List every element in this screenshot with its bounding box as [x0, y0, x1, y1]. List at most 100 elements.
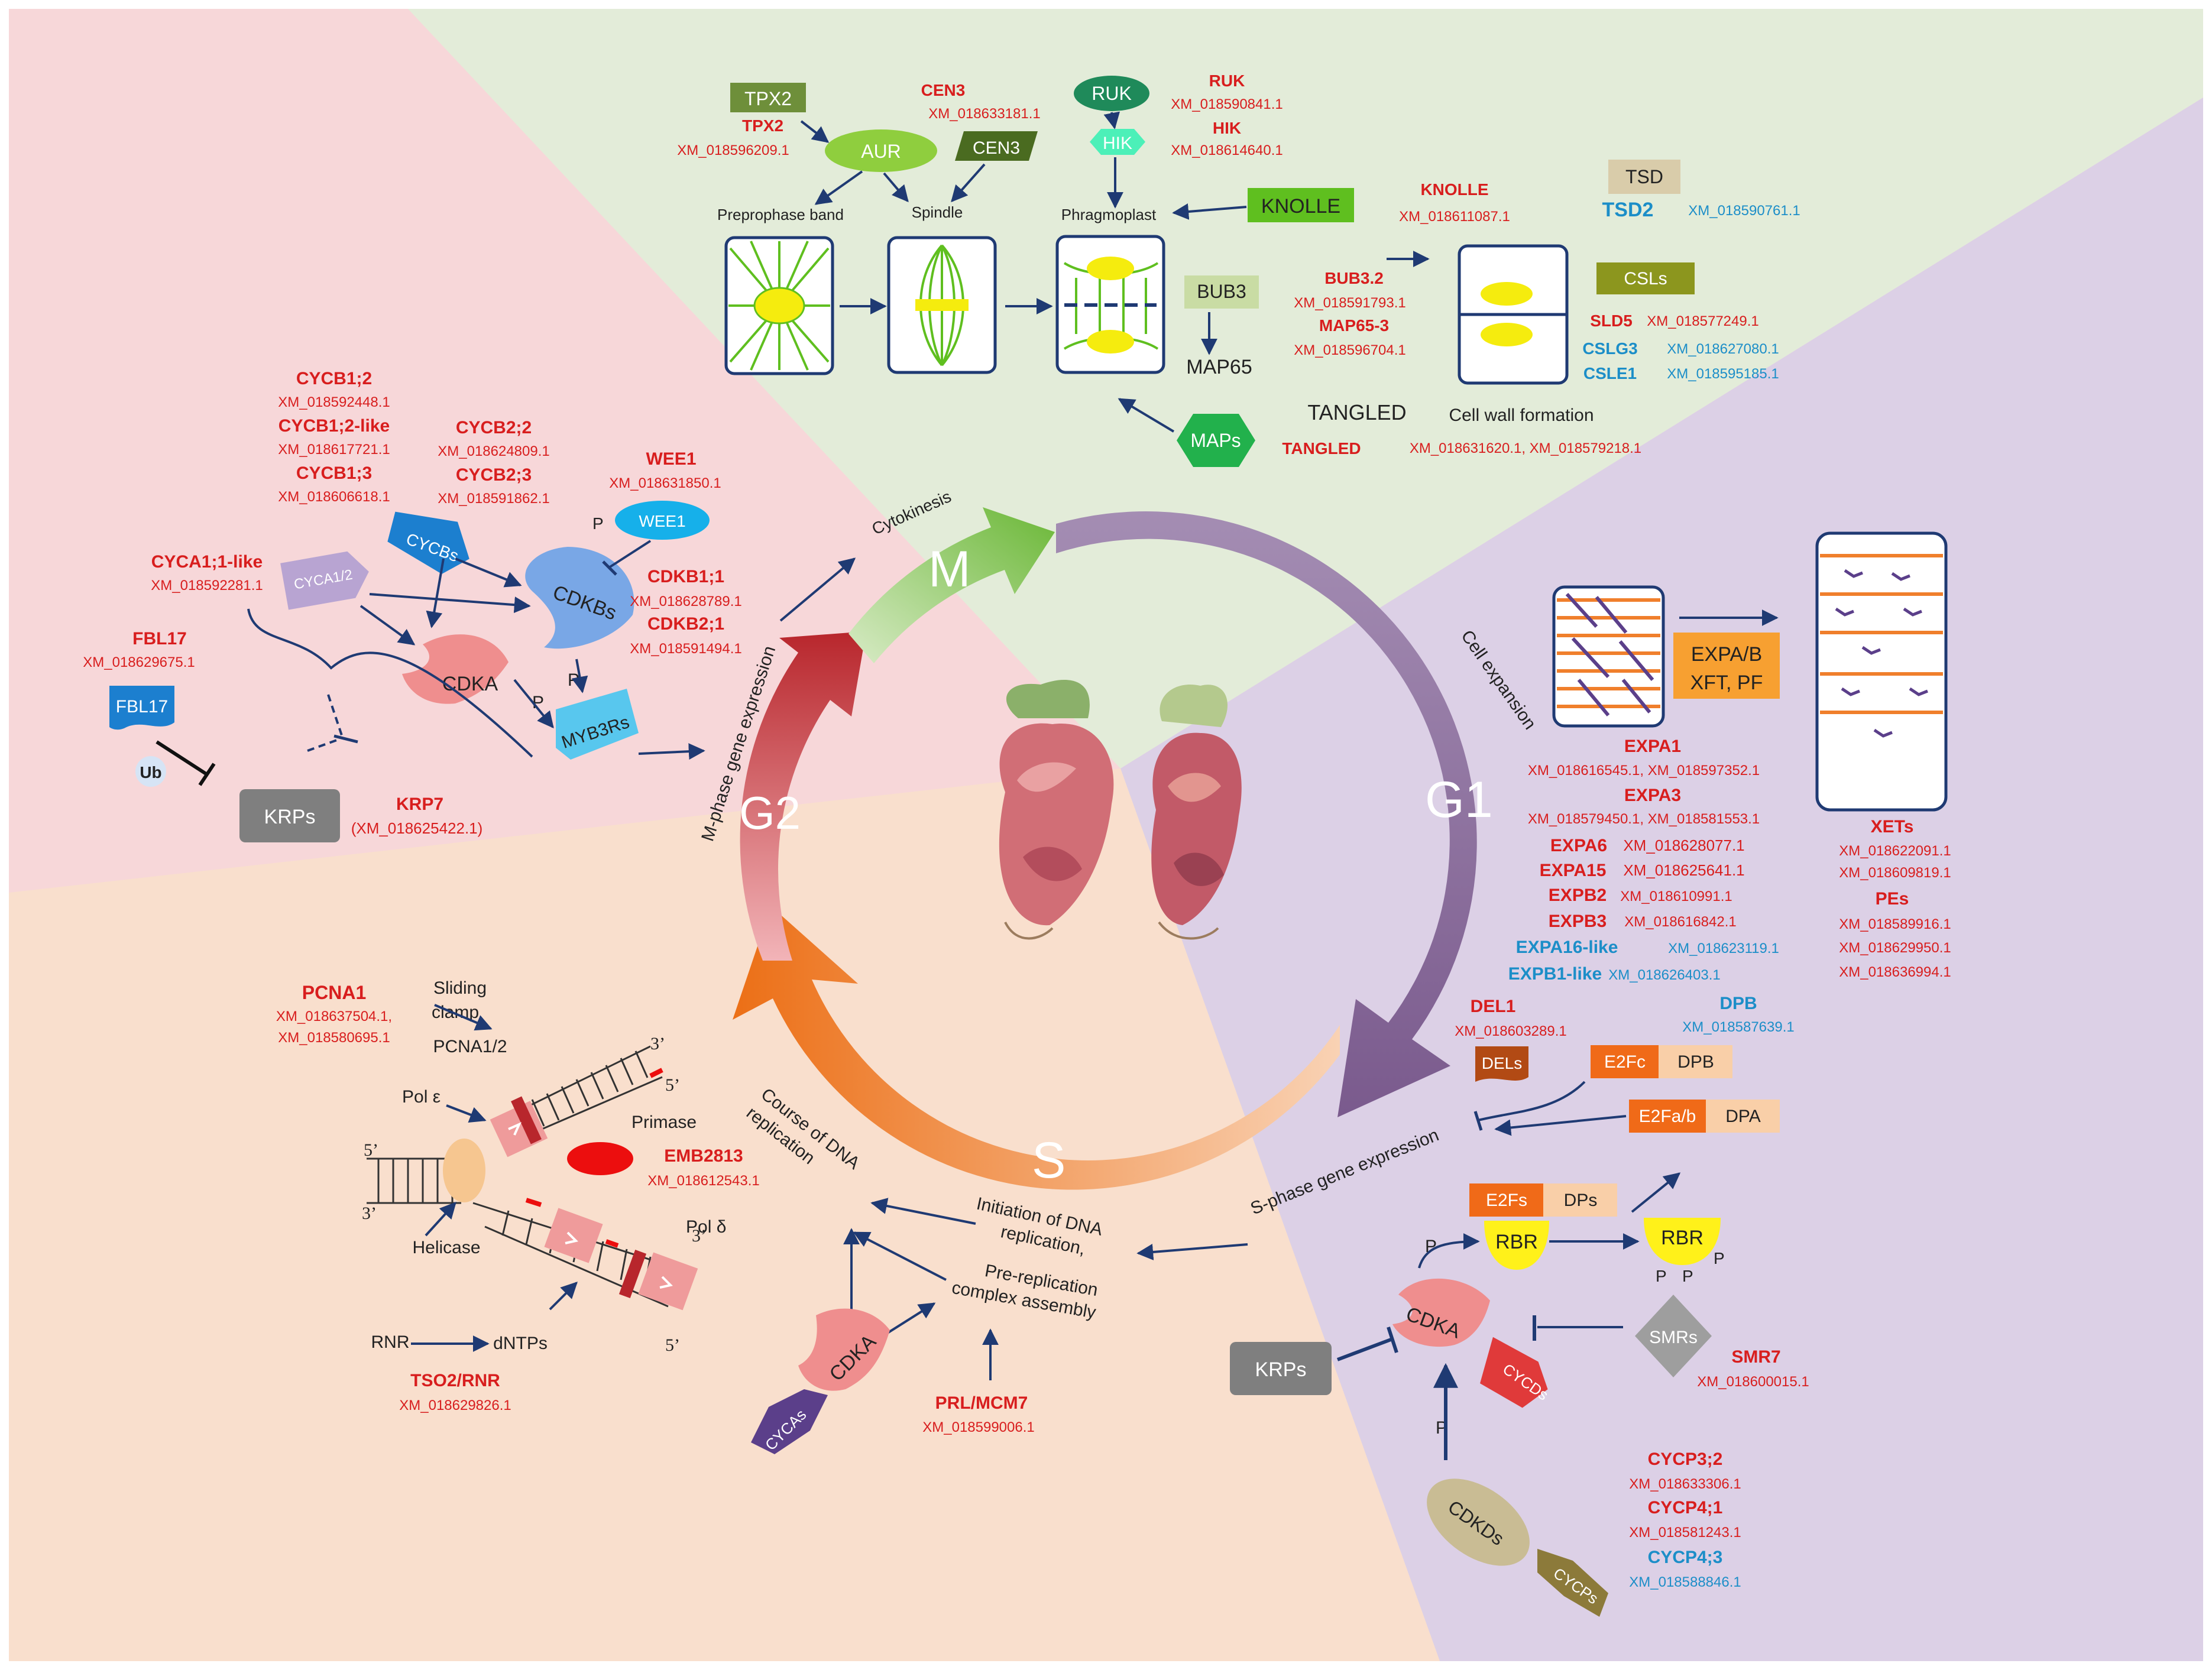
primase-label: Primase	[631, 1113, 697, 1132]
knolle-box	[1248, 188, 1354, 222]
cycp41-id: XM_018581243.1	[1629, 1525, 1741, 1541]
fbl17-box	[109, 686, 174, 730]
myb3rs-box	[556, 689, 639, 760]
cdka-g1-shape	[1392, 1278, 1490, 1347]
p-rbr: P	[1425, 1237, 1437, 1256]
tso2-gene: TSO2/RNR	[410, 1371, 500, 1390]
dels-label: DELs	[1482, 1054, 1522, 1072]
replication-fork	[367, 1045, 698, 1311]
csle1-gene: CSLE1	[1583, 364, 1637, 382]
cycb22-id: XM_018624809.1	[438, 443, 550, 459]
phragmoplast-label: Phragmoplast	[1061, 206, 1157, 223]
cycp41-gene: CYCP4;1	[1648, 1498, 1723, 1517]
three-prime-2: 3’	[362, 1204, 377, 1223]
pol-epsilon-label: Pol ε	[402, 1087, 441, 1107]
krp7-id: (XM_018625422.1)	[351, 819, 483, 837]
map65-label: MAP65	[1186, 356, 1252, 378]
tuber-photo	[999, 680, 1242, 940]
cell-wall-formation	[1458, 244, 1569, 385]
dpb-gene: DPB	[1719, 994, 1757, 1013]
pcna1-gene: PCNA1	[302, 982, 366, 1003]
cen3-box-label: CEN3	[973, 138, 1020, 158]
g1-phase-panel: EXPA/B XFT, PF EXPA1 XM_018616545.1, XM_…	[1136, 531, 1951, 1617]
tpx2-box-label: TPX2	[744, 88, 792, 109]
fbl17-gene: FBL17	[132, 629, 187, 648]
bub3-id: XM_018591793.1	[1294, 295, 1406, 311]
tpx2-id: XM_018596209.1	[677, 142, 789, 158]
cycb13-id: XM_018606618.1	[278, 489, 390, 505]
cdka-g2-label: CDKA	[442, 673, 498, 695]
cycb12like-id: XM_018617721.1	[278, 442, 390, 458]
p-cdkbs: P	[568, 670, 579, 690]
expa15-gene: EXPA15	[1540, 861, 1607, 880]
krps-g2-box	[239, 789, 340, 842]
expb1-id: XM_018626403.1	[1608, 967, 1721, 983]
ub-label: Ub	[140, 763, 161, 782]
phase-label-g2: G2	[739, 787, 801, 839]
expa6-id: XM_018628077.1	[1623, 836, 1744, 854]
phase-label-g1: G1	[1425, 771, 1493, 828]
wee1-gene: WEE1	[646, 449, 696, 469]
cdkb21-gene: CDKB2;1	[647, 614, 724, 634]
g1-strong-arrows	[1336, 1327, 1458, 1460]
cyca-id: XM_018592281.1	[151, 578, 263, 594]
p-wee1: P	[592, 514, 604, 533]
krps-g1-label: KRPs	[1255, 1358, 1307, 1381]
cdka-s-shape	[798, 1308, 890, 1391]
dpb-id: XM_018587639.1	[1682, 1019, 1795, 1035]
pcna1-id1: XM_018637504.1,	[276, 1009, 392, 1024]
rbr-label-2: RBR	[1661, 1227, 1703, 1249]
csls-box-label: CSLs	[1624, 269, 1667, 288]
s-background	[9, 768, 1440, 1661]
emb-id: XM_018612543.1	[647, 1173, 760, 1189]
cycb12-gene: CYCB1;2	[296, 369, 372, 388]
tangled-id: XM_018631620.1, XM_018579218.1	[1410, 440, 1641, 456]
ub-inhibition	[156, 740, 216, 786]
helicase-label: Helicase	[412, 1238, 480, 1257]
tangled-gene: TANGLED	[1282, 439, 1361, 458]
bub3-box	[1184, 275, 1259, 309]
knolle-gene: KNOLLE	[1420, 180, 1488, 199]
sliding-label-1: Sliding	[433, 978, 487, 998]
five-prime-3: 5’	[665, 1335, 680, 1355]
expab-label: EXPA/B	[1691, 643, 1762, 666]
pp-1: P	[1656, 1267, 1667, 1285]
phase-label-m: M	[928, 541, 971, 598]
e2fs-label: E2Fs	[1486, 1191, 1527, 1210]
sld5-id: XM_018577249.1	[1647, 313, 1759, 329]
pcna1-id2: XM_018580695.1	[278, 1030, 390, 1046]
del1-gene: DEL1	[1471, 997, 1516, 1016]
cycp32-id: XM_018633306.1	[1629, 1476, 1741, 1492]
csle1-id: XM_018595185.1	[1667, 366, 1779, 382]
cslg3-gene: CSLG3	[1582, 339, 1637, 358]
cdkb11-id: XM_018628789.1	[630, 594, 742, 609]
smrs-label: SMRs	[1649, 1328, 1698, 1347]
tangled-label: TANGLED	[1307, 400, 1406, 424]
preprophase-label: Preprophase band	[717, 206, 844, 223]
aur-ellipse	[825, 129, 937, 172]
tpx2-box	[730, 83, 806, 112]
e2fab-label: E2Fa/b	[1639, 1107, 1696, 1126]
xets-id1: XM_018622091.1	[1839, 843, 1951, 859]
g1-arc	[1056, 511, 1477, 1117]
expb3-gene: EXPB3	[1549, 912, 1607, 931]
cdka-g2-shape	[402, 634, 509, 704]
tso2-id: XM_018629826.1	[399, 1397, 511, 1413]
rbr-label-1: RBR	[1495, 1231, 1538, 1253]
pol-delta-label: Pol δ	[686, 1217, 726, 1237]
smr7-gene: SMR7	[1731, 1347, 1780, 1367]
dpa-label: DPA	[1725, 1107, 1760, 1126]
cdkb21-id: XM_018591494.1	[630, 641, 742, 657]
expb3-id: XM_018616842.1	[1624, 914, 1737, 930]
dpb-box-label: DPB	[1677, 1052, 1714, 1072]
prl-gene: PRL/MCM7	[935, 1393, 1028, 1413]
g2-phase-panel: CYCB1;2 XM_018592448.1 CYCB1;2-like XM_0…	[83, 369, 856, 842]
hik-hexagon	[1090, 129, 1145, 155]
expa3-gene: EXPA3	[1624, 786, 1681, 805]
spindle-label: Spindle	[912, 203, 963, 221]
smr7-id: XM_018600015.1	[1697, 1374, 1809, 1390]
e2fs-box	[1469, 1183, 1543, 1217]
e2fc-box	[1591, 1045, 1659, 1078]
cellwall-label: Cell wall formation	[1449, 406, 1594, 425]
cycds-box	[1480, 1337, 1548, 1408]
